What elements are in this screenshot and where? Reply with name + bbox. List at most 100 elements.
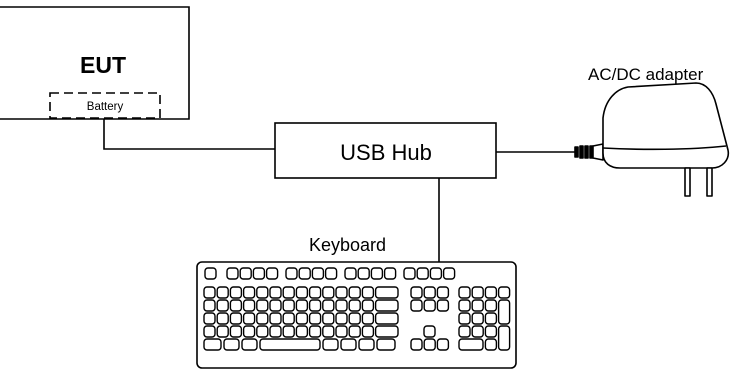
keyboard-key [203,299,216,312]
keyboard-key [282,312,295,325]
keyboard-key [458,299,471,312]
keyboard-key [471,325,484,338]
keyboard-key [458,286,471,299]
keyboard-key [458,338,484,351]
keyboard-key [308,299,322,312]
keyboard-key [374,286,399,299]
keyboard-key [423,286,436,299]
keyboard-key [348,286,361,299]
keyboard-key [429,267,443,280]
adapter-strain-relief [574,145,594,159]
keyboard-key [358,338,375,351]
keyboard-key [216,299,229,312]
keyboard-key [295,286,309,299]
adapter-label: AC/DC adapter [588,65,704,84]
keyboard-key [497,299,511,325]
keyboard-key [484,338,498,351]
battery-box: Battery [49,92,161,119]
keyboard-key [269,286,282,299]
keyboard-key [361,325,375,338]
adapter-plug-prongs [684,167,713,197]
keyboard-key [203,286,216,299]
keyboard-key [311,267,325,280]
keyboard-key [216,325,229,338]
keyboard-key [416,267,429,280]
keyboard-key [436,299,450,312]
keyboard-key [295,299,309,312]
keyboard-key [335,299,348,312]
keyboard-key [344,267,357,280]
keyboard-key [484,325,498,338]
keyboard-key [285,267,298,280]
keyboard-key [471,299,484,312]
keyboard-key [203,325,216,338]
keyboard-key [497,325,511,351]
keyboard-key [410,286,423,299]
keyboard-key [442,267,456,280]
keyboard-key [298,267,311,280]
keyboard-icon [196,261,517,369]
keyboard-label: Keyboard [309,235,386,255]
keyboard-key [324,267,338,280]
keyboard-key [370,267,384,280]
keyboard-key [242,286,256,299]
keyboard-key [322,286,335,299]
keyboard-key [229,299,243,312]
keyboard-key [256,299,269,312]
keyboard-key [410,299,423,312]
keyboard-key [497,286,511,299]
keyboard-key [269,325,282,338]
keyboard-key [374,312,399,325]
keyboard-key [361,299,375,312]
keyboard-key [242,312,256,325]
keyboard-key [242,299,256,312]
keyboard-key [340,338,357,351]
eut-label: EUT [80,52,126,78]
keyboard-key [216,286,229,299]
keyboard-key [282,325,295,338]
keyboard-key [322,338,339,351]
keyboard-key [295,312,309,325]
keyboard-key [471,286,484,299]
keyboard-key [256,325,269,338]
keyboard-key [203,338,222,351]
keyboard-key [361,312,375,325]
keyboard-key [458,325,471,338]
keyboard-key [282,299,295,312]
battery-label: Battery [87,101,124,113]
usb-hub-label: USB Hub [340,140,432,165]
keyboard-key [374,325,399,338]
keyboard-key [410,338,423,351]
keyboard-key [269,299,282,312]
keyboard-key [256,312,269,325]
keyboard-key [357,267,370,280]
keyboard-key [484,299,498,312]
keyboard-key [203,312,216,325]
keyboard-key [229,325,243,338]
keyboard-key [256,286,269,299]
keyboard-key [322,325,335,338]
keyboard-key [383,267,397,280]
keyboard-key [403,267,416,280]
keyboard-key [471,312,484,325]
keyboard-key [484,286,498,299]
keyboard-key [436,338,450,351]
keyboard-key [269,312,282,325]
keyboard-key [229,286,243,299]
keyboard-key [295,325,309,338]
keyboard-key [458,312,471,325]
keyboard-key [423,325,436,338]
keyboard-key [423,299,436,312]
keyboard-key [348,299,361,312]
keyboard-key [361,286,375,299]
keyboard-key [322,299,335,312]
keyboard-key [308,312,322,325]
keyboard-key [348,312,361,325]
keyboard-key [265,267,279,280]
keyboard-keys [203,267,511,351]
keyboard-key [259,338,321,351]
usb-hub-box: USB Hub [274,122,497,179]
keyboard-key [242,325,256,338]
keyboard-key [308,286,322,299]
